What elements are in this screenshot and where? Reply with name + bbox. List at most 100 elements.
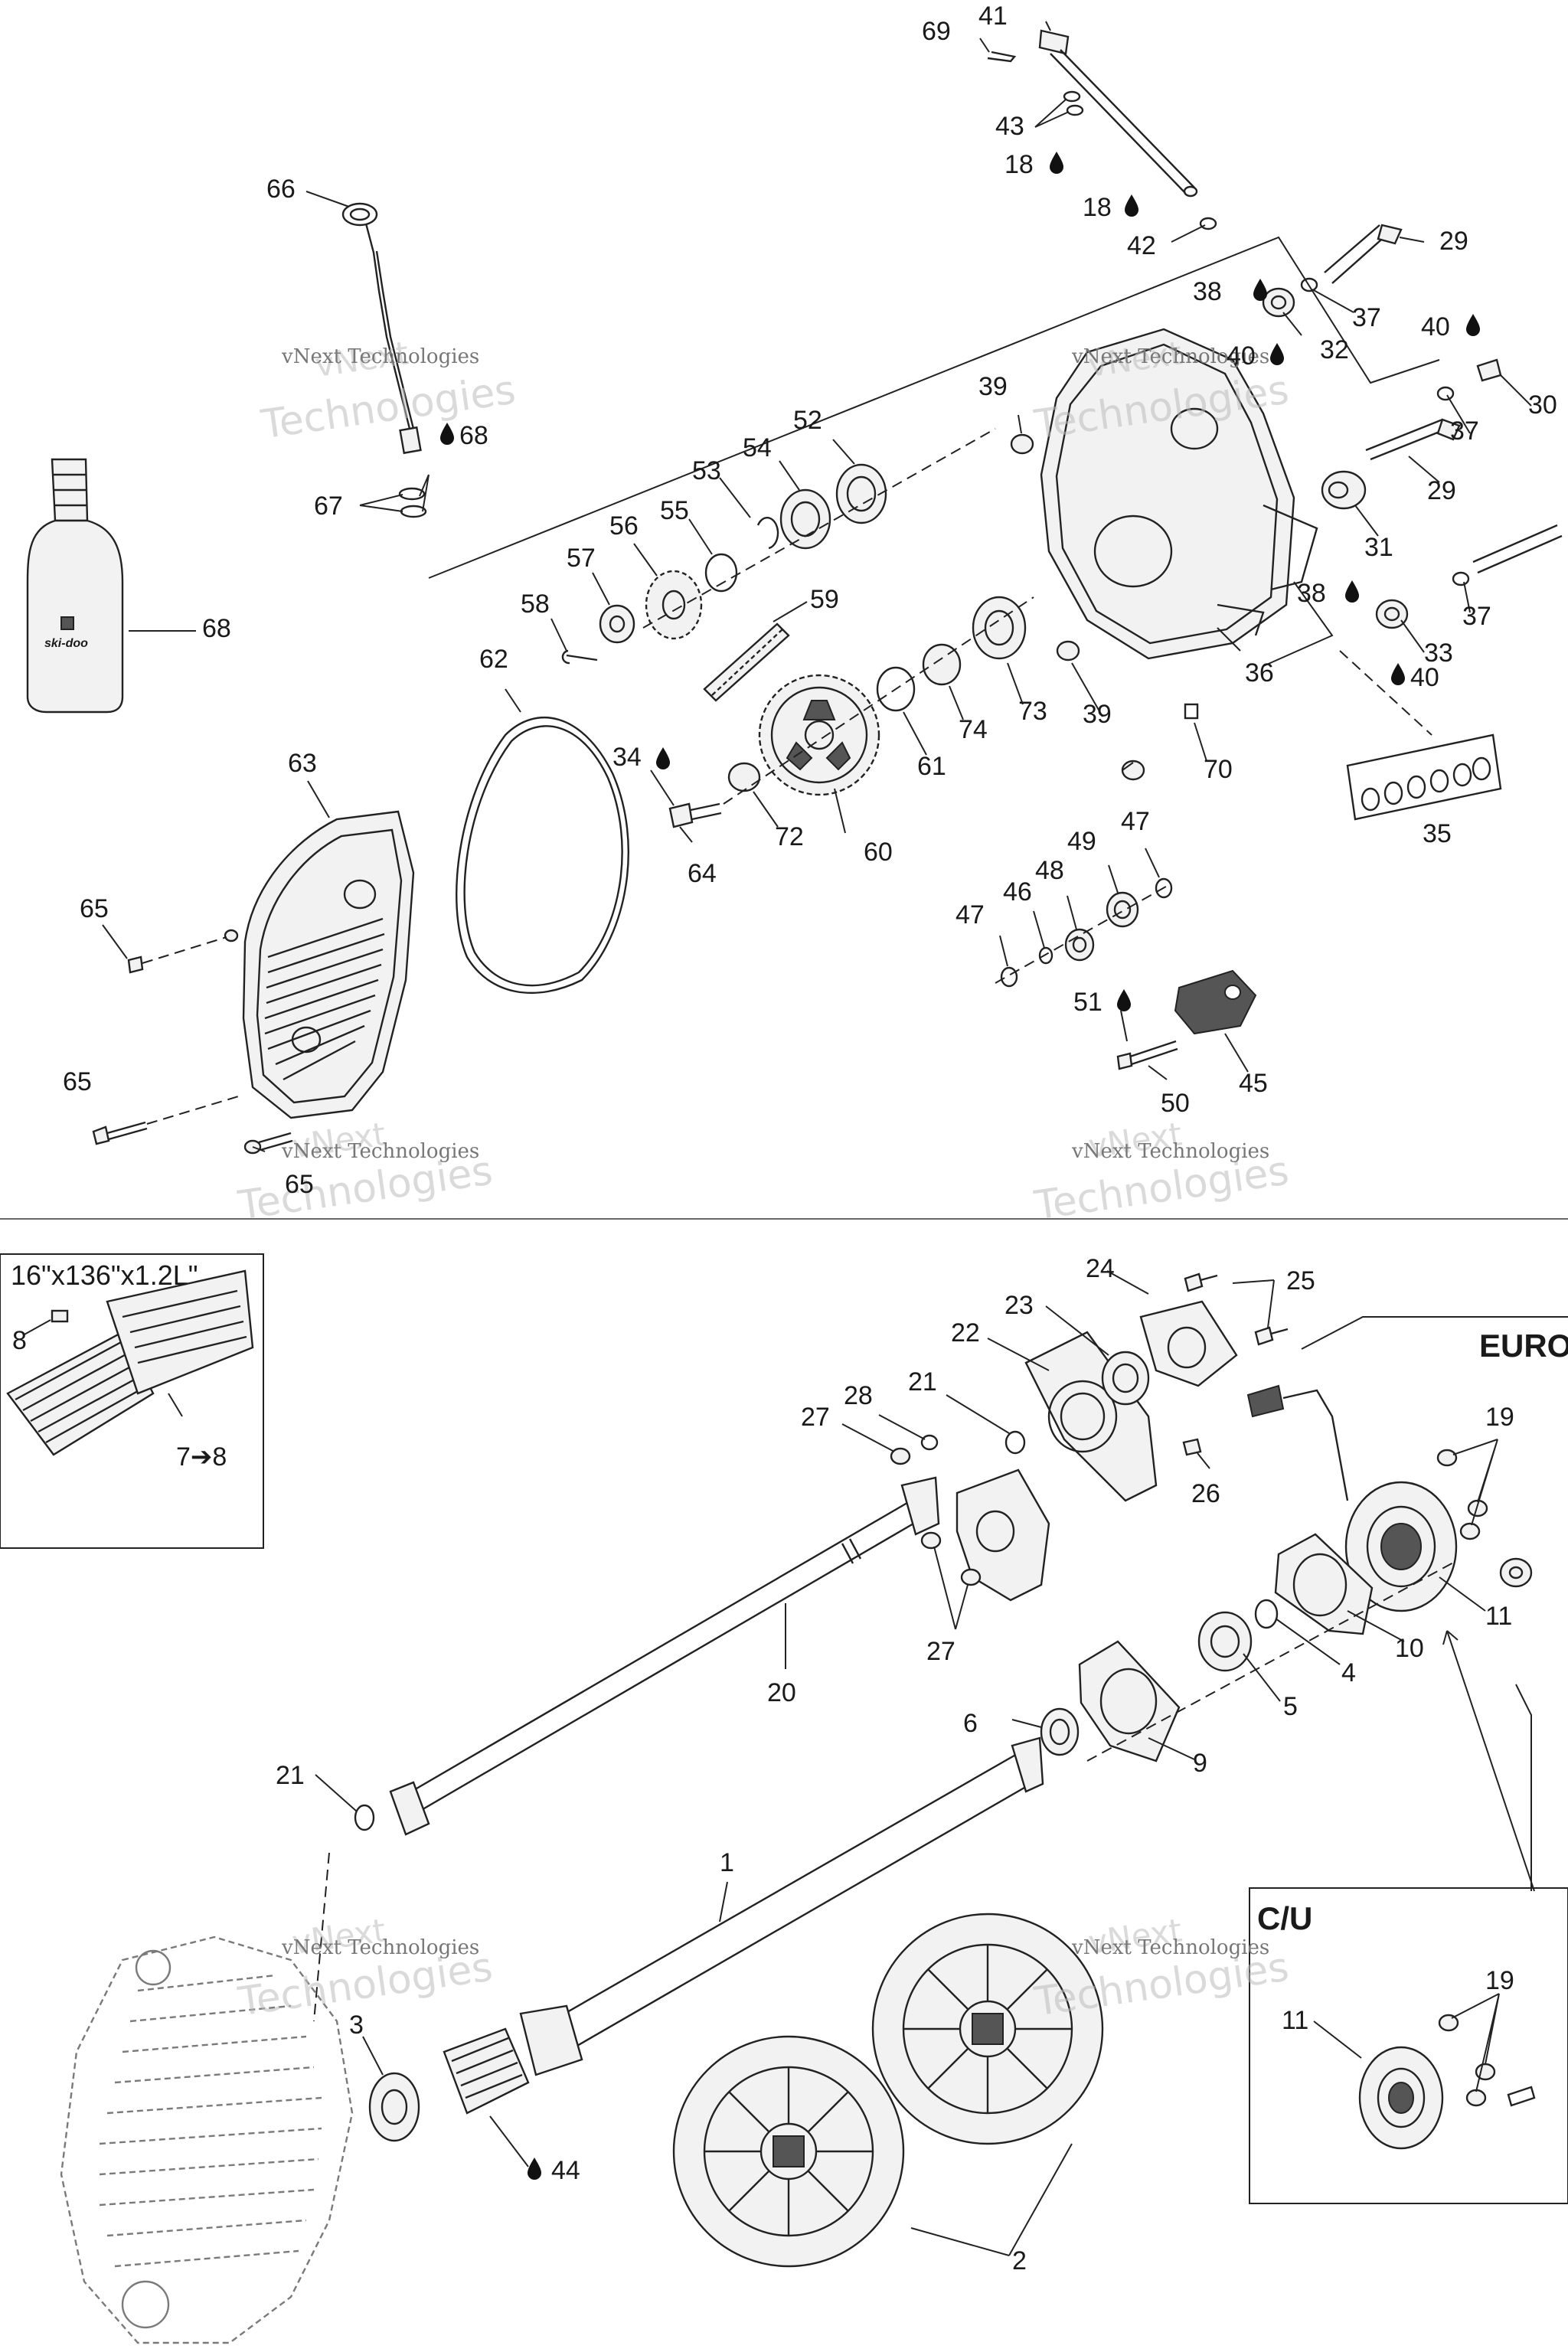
callout-54: 54 [743,433,772,462]
svg-text:vNext Technologies: vNext Technologies [1071,1140,1269,1163]
seal-part-23 [1101,1351,1150,1406]
gasket-line-36 [1263,581,1334,667]
callout-4: 4 [1341,1658,1356,1687]
washer-part-37a [1300,277,1318,292]
shim-set-part-35 [1346,733,1502,821]
callout-9: 9 [1193,1749,1207,1778]
dash-line-35 [1339,650,1432,736]
callout-labels: 69 41 43 18 18 42 29 38 37 40 32 40 30 3… [11,2,1568,2275]
leader-lines [22,21,1532,2256]
callout-36: 36 [1245,658,1274,688]
bearing-housing-part-11b [1358,2046,1444,2150]
callout-67: 67 [314,492,343,521]
callout-59: 59 [810,585,839,614]
callout-18b: 18 [1083,193,1112,222]
drive-sprocket-part-2b [871,1913,1104,2145]
callout-72: 72 [775,822,804,851]
plate-part-24 [1139,1300,1238,1387]
callout-64: 64 [688,859,717,888]
callout-68a: 68 [459,421,488,450]
axis-line-top [723,596,1034,805]
oil-drop-icon [656,747,670,769]
nut-part-32 [1262,287,1295,318]
o-ring-part-21a [1004,1430,1026,1455]
callout-65c: 65 [285,1170,314,1199]
drive-axle-part-1 [443,1736,1044,2115]
spacer-part-74 [922,643,962,686]
callout-31: 31 [1364,533,1393,562]
callout-65b: 65 [63,1067,92,1096]
callout-19a: 19 [1485,1403,1514,1432]
callout-50: 50 [1161,1089,1190,1118]
callout-55: 55 [660,496,689,525]
callout-5: 5 [1283,1692,1298,1721]
o-ring-part-67b [400,505,427,518]
callout-63: 63 [288,749,317,778]
callout-70: 70 [1204,755,1233,784]
bearing-housing-part-11a [1344,1481,1458,1612]
callout-33: 33 [1424,639,1453,668]
bolt-part-30 [1436,358,1502,401]
washer-part-28 [920,1434,939,1451]
oil-drop-icon [1117,989,1131,1011]
callout-25: 25 [1286,1266,1315,1295]
clip-part-69 [987,51,1017,63]
nut-part-19f [1465,2089,1487,2107]
callout-39b: 39 [1083,700,1112,729]
callout-40b: 40 [1421,312,1450,341]
callout-11b: 11 [1282,2006,1308,2035]
oil-drop-icon [1125,194,1138,217]
callout-39a: 39 [978,372,1008,401]
callout-29a: 29 [1439,227,1468,256]
svg-text:vNext Technologies: vNext Technologies [281,1140,479,1163]
callout-66: 66 [266,175,296,204]
o-ring-part-21b [354,1804,375,1831]
bearing-part-73 [972,596,1027,660]
chaincase-ghost [60,1936,354,2344]
callout-20: 20 [767,1678,796,1707]
oil-drop-icon [1270,343,1284,365]
svg-text:vNext Technologies: vNext Technologies [1071,1936,1269,1959]
callout-42: 42 [1127,231,1156,260]
oil-drop-icon [1345,580,1359,603]
oil-drop-icon [1253,279,1267,301]
housing-part-27 [920,1468,1050,1602]
oil-drop-icons [440,152,1480,2180]
nut-part-39a [1010,433,1034,455]
cover-part-63 [242,810,415,1119]
callout-3: 3 [349,2011,364,2040]
nut-part-19c [1459,1522,1481,1540]
callout-35: 35 [1423,819,1452,848]
roller-part-49 [1106,891,1139,928]
svg-text:vNext Technologies: vNext Technologies [281,1936,479,1959]
bolt-part-29b [1365,418,1461,461]
spacer-part-55 [704,553,738,593]
nut-part-57 [599,604,635,644]
bearing-part-54 [779,488,831,550]
nut-part-33 [1375,599,1409,629]
nut-part-39b [1056,640,1080,662]
callout-47a: 47 [956,900,985,929]
euro-region-arrow [1442,1630,1535,1892]
callout-40c: 40 [1410,663,1439,692]
callout-2: 2 [1012,2246,1027,2275]
bolt-line-65a [142,936,227,964]
region-cu-label: C/U [1257,1900,1312,1936]
belt-spec-label: 16"x136"x1.2L" [11,1259,198,1291]
oil-drop-icon [1466,314,1480,336]
sprocket-part-60 [758,674,880,796]
tensioner-axis [995,883,1172,984]
callout-6: 6 [963,1709,978,1738]
dipstick-part-66 [341,202,422,455]
callout-73: 73 [1018,697,1047,726]
callout-45: 45 [1239,1069,1268,1098]
callout-49: 49 [1067,827,1096,856]
callout-22: 22 [951,1318,980,1348]
callout-52: 52 [793,406,822,435]
callout-28: 28 [844,1381,873,1410]
callout-23: 23 [1004,1291,1034,1320]
spacer-part-31 [1321,470,1367,510]
callout-27b: 27 [926,1637,956,1666]
svg-text:vNext Technologies: vNext Technologies [281,345,479,368]
svg-text:ski-doo: ski-doo [44,637,88,650]
